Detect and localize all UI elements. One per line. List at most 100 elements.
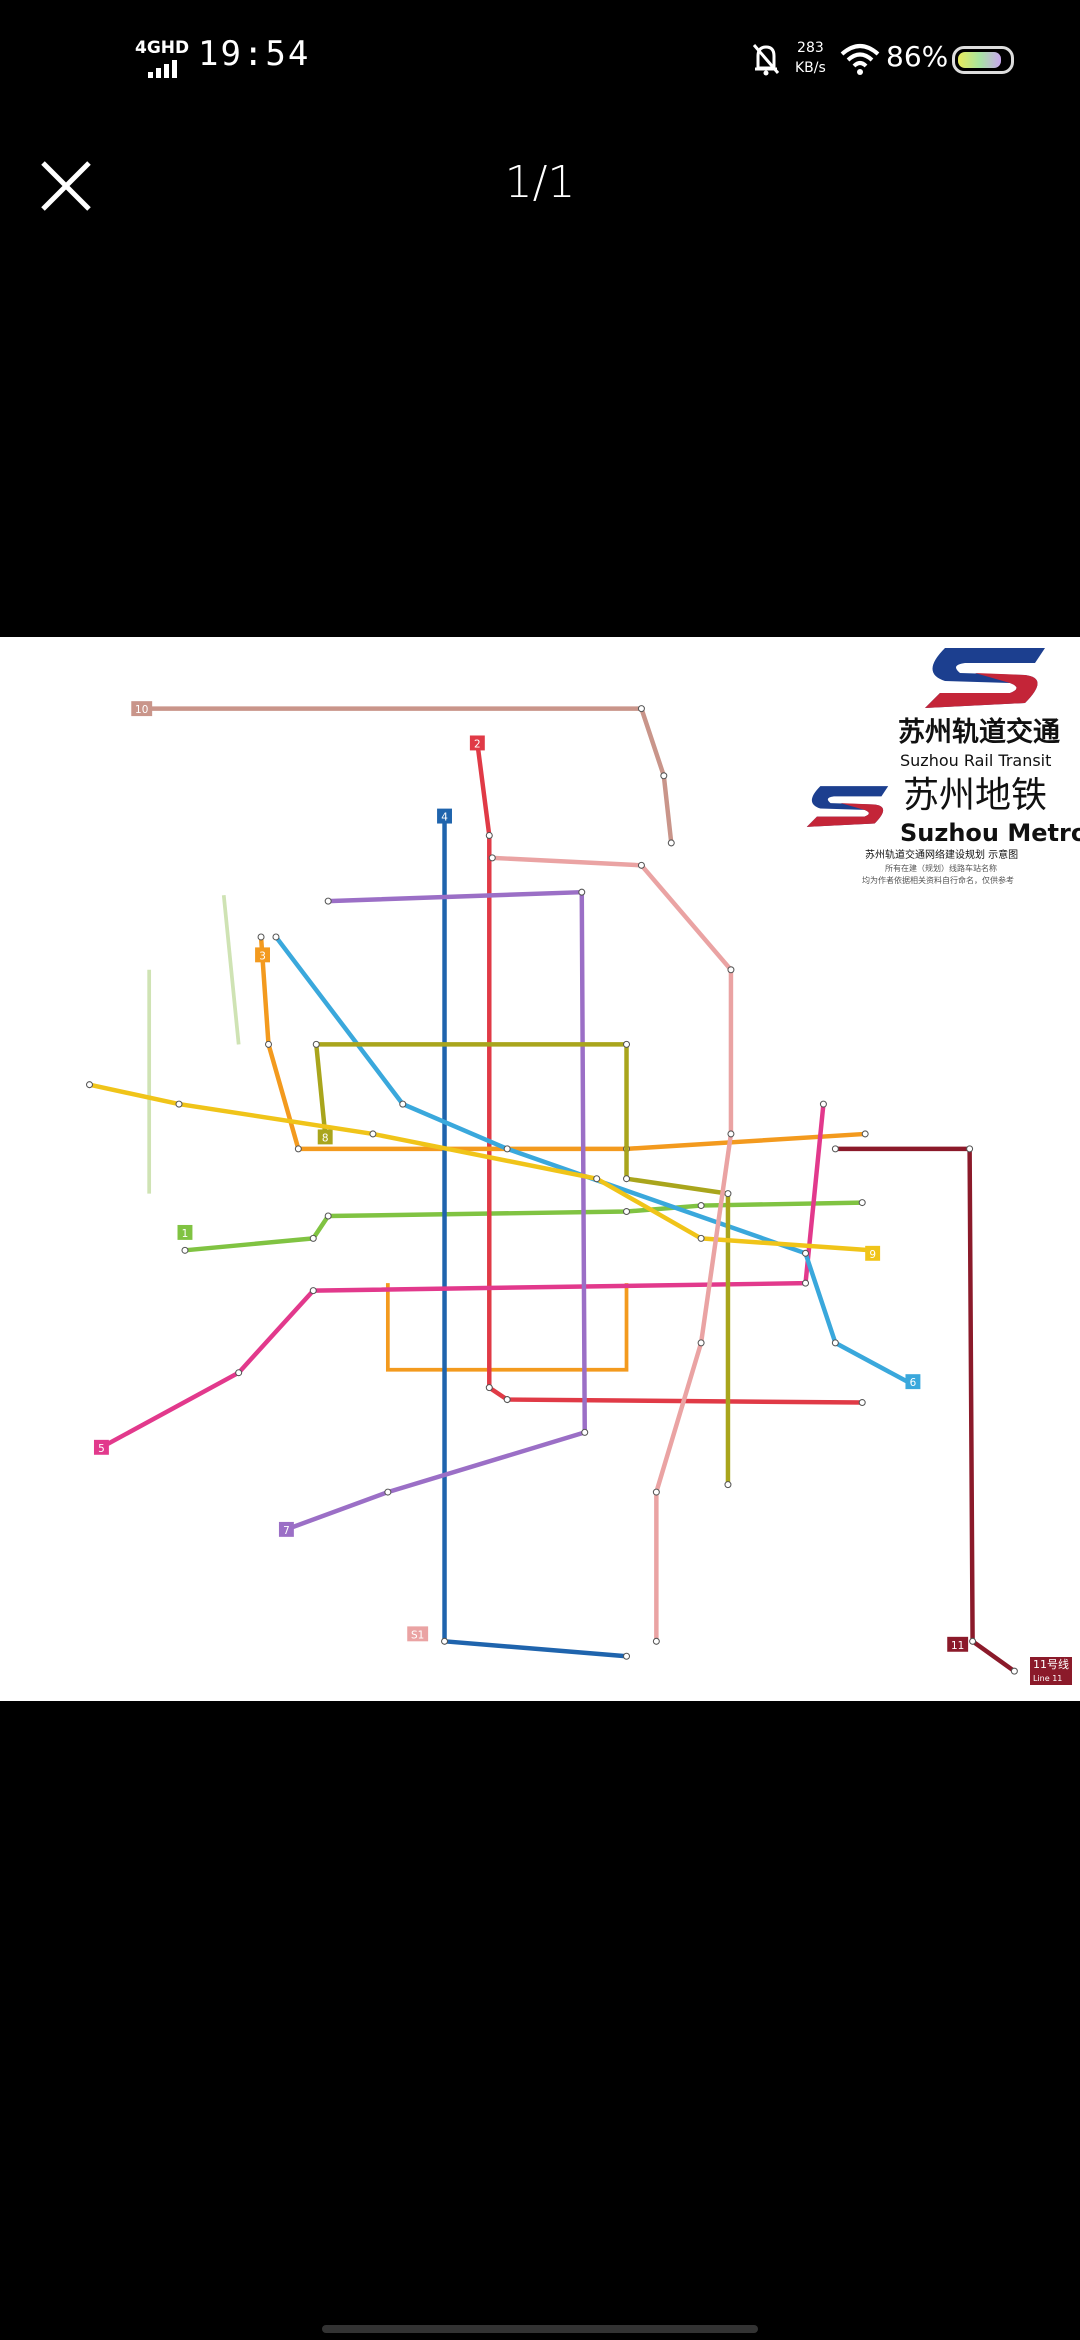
line-badge-label: 7 [283, 1525, 290, 1537]
line11-label-en: Line 11 [1033, 1674, 1063, 1683]
station-marker [324, 897, 332, 905]
station-marker [831, 1145, 839, 1153]
station-marker [727, 966, 735, 974]
station-marker [966, 1145, 974, 1153]
station-marker [858, 1399, 866, 1407]
station-marker [802, 1279, 810, 1287]
metro-line-S1 [492, 855, 734, 1642]
station-marker [660, 772, 668, 780]
station-marker [503, 1145, 511, 1153]
rail-transit-logo [925, 648, 1045, 708]
station-marker [1010, 1667, 1018, 1675]
station-marker [235, 1369, 243, 1377]
station-marker [309, 1234, 317, 1242]
wifi-icon [840, 44, 880, 75]
station-marker [623, 1208, 631, 1216]
line-badge-9: 9 [865, 1245, 881, 1261]
metro-map: 1 2 3 4 5 6 7 8 9 10 11 S1 [85, 701, 1018, 1675]
home-indicator[interactable] [322, 2325, 758, 2333]
station-marker [858, 1199, 866, 1207]
logo-metro-cn: 苏州地铁 [903, 775, 1048, 816]
station-marker [488, 854, 496, 862]
station-marker [578, 888, 586, 896]
line-badge-label: 3 [259, 950, 266, 962]
metro-line-9 [89, 1082, 873, 1253]
station-marker [697, 1234, 705, 1242]
line-badge-label: 9 [869, 1249, 876, 1261]
line-badge-label: 4 [441, 812, 448, 824]
logo-metro-en: Suzhou Metro [900, 819, 1080, 847]
network-type: 4GHD [135, 38, 190, 58]
metro-map-image[interactable]: 1 2 3 4 5 6 7 8 9 10 11 S1 苏州轨道交通 Suzhou Rail Trans… [0, 637, 1080, 1701]
station-marker [85, 1081, 94, 1089]
station-marker [652, 1637, 660, 1645]
metro-line-5 [100, 1103, 826, 1450]
line-badge-10: 10 [131, 701, 153, 716]
station-marker [384, 1488, 392, 1496]
station-marker [369, 1130, 377, 1138]
line-badge-label: 1 [182, 1228, 189, 1240]
line-badge-3: 3 [255, 947, 270, 962]
metro-line-10 [141, 706, 674, 844]
line-badge-label: 2 [474, 738, 481, 750]
metro-line-11 [835, 1146, 1016, 1673]
battery-icon [952, 46, 1014, 74]
line-badge-1: 1 [177, 1224, 193, 1240]
metro-line-6 [274, 935, 914, 1387]
logo-rail-en: Suzhou Rail Transit [900, 751, 1052, 770]
metro-line-4 [442, 817, 627, 1659]
speed-value: 283 [797, 40, 824, 56]
line-badge-label: 6 [910, 1377, 917, 1389]
station-marker [724, 1481, 732, 1489]
map-line-secondary [221, 894, 241, 1045]
station-marker [861, 1130, 869, 1138]
image-counter: 1/1 [504, 157, 576, 208]
battery-percent: 86% [886, 40, 949, 73]
station-marker [819, 1100, 827, 1108]
station-marker [969, 1637, 977, 1645]
station-marker [441, 1637, 449, 1645]
station-marker [294, 1145, 302, 1153]
metro-line-8 [314, 1042, 731, 1485]
station-marker [802, 1249, 810, 1257]
line-badge-8: 8 [317, 1129, 333, 1144]
station-marker [324, 1212, 332, 1220]
line11-label-cn: 11号线 [1033, 1658, 1069, 1671]
station-marker [181, 1246, 189, 1254]
station-marker [593, 1175, 601, 1183]
station-marker [652, 1488, 660, 1496]
line-badge-label: 5 [98, 1443, 105, 1455]
line-badge-label: 8 [322, 1132, 329, 1144]
logo-rail-cn: 苏州轨道交通 [898, 717, 1060, 748]
close-icon[interactable] [40, 160, 92, 212]
station-marker [667, 839, 675, 847]
line-badge-S1: S1 [407, 1626, 429, 1641]
bell-off-icon [752, 44, 780, 76]
station-marker [724, 1190, 732, 1198]
station-marker [399, 1100, 407, 1108]
clock: 19:54 [198, 34, 311, 74]
station-marker [257, 933, 265, 941]
station-marker [581, 1428, 589, 1436]
line-badge-label: 10 [135, 704, 148, 716]
station-marker [503, 1396, 511, 1404]
line11-label: 11号线 Line 11 [1030, 1657, 1072, 1685]
line-badge-label: S1 [411, 1629, 424, 1641]
station-marker [727, 1130, 735, 1138]
station-marker [697, 1339, 705, 1347]
signal-icon [148, 60, 177, 78]
station-marker [623, 1175, 631, 1183]
line-badge-4: 4 [437, 808, 452, 824]
map-note-1: 所有在建（规划）线路车站名称 [885, 864, 997, 873]
line-badge-11: 11 [947, 1636, 969, 1652]
metro-logo [806, 786, 889, 827]
station-marker [637, 861, 645, 869]
line-badge-5: 5 [93, 1439, 109, 1455]
station-marker [272, 933, 280, 941]
station-marker [623, 1652, 631, 1660]
battery-fill [958, 52, 1001, 68]
line-badge-7: 7 [278, 1521, 294, 1537]
station-marker [831, 1339, 839, 1347]
